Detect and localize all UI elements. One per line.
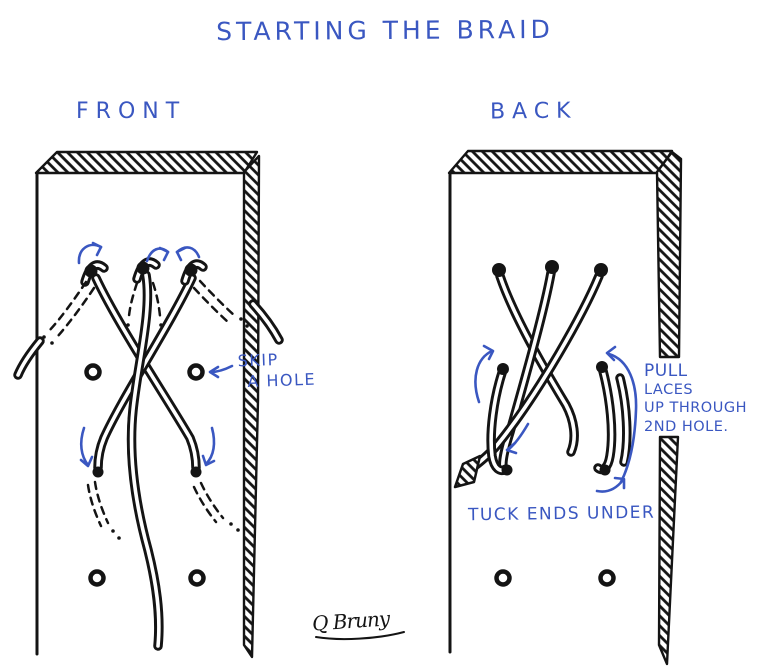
back-board-right-edge-lower [657,435,680,666]
back-board-top-edge [447,149,674,175]
front-lace-right-to-left-core [96,276,194,470]
fold-over-arrow-head [158,246,170,262]
front-lace-tail-left-core [16,339,42,377]
front-hidden-strand [127,281,139,318]
back-loop-right-tip [596,361,608,373]
front-lace-tip-middle [136,261,150,275]
curl-up-arrow-icon [474,349,494,404]
back-lace-tip-left [492,263,506,277]
back-board-right-edge-upper [655,150,683,359]
back-lace-left-cross-core [498,274,576,454]
front-panel-label: FRONT [76,99,187,124]
front-hidden-strand [198,279,237,318]
front-hidden-strand [199,481,225,520]
skip-a-hole-line2: A HOLE [247,369,317,392]
front-hole-mid-right [187,363,205,381]
front-hidden-strand [86,483,103,528]
front-aglet-left [92,466,104,478]
back-loop-left-tip [497,363,509,375]
back-hole-bottom-right [598,569,616,587]
curl-up-arrow-head [482,344,495,361]
back-lace-tip-right [594,263,608,277]
front-board-top-edge [34,150,259,175]
front-hidden-strand [93,480,110,525]
back-tucked-end [453,454,482,489]
front-lace-tail-right-core [251,302,281,342]
back-board-left-edge [448,172,452,654]
fold-over-arrow-head [91,241,103,257]
back-loop-right-bottom [599,464,611,476]
front-hidden-strand [192,485,218,524]
tuck-under-arrow-icon [595,478,625,493]
front-hidden-strand [56,286,96,338]
pull-laces-line4: 2ND HOLE. [644,418,729,435]
signature-underline [315,631,405,641]
back-loop-left-core [489,371,508,473]
front-board [34,150,261,659]
back-laces [453,260,632,489]
back-arrows [474,344,638,493]
front-hole-bottom-right [188,569,206,587]
pull-up-bracket-arrow-head [605,345,617,362]
back-hole-bottom-left [494,569,512,587]
front-hidden-strand [192,286,230,324]
front-hidden-strand [47,280,88,333]
back-lace-right-cross-core [470,274,601,470]
tuck-under-arrow-head [613,476,626,490]
pull-down-arrow-icon [79,426,90,467]
pull-down-arrow-head [201,454,216,467]
fold-over-arrow-head [175,246,187,262]
back-board [447,149,683,666]
left-arrow-head [208,365,220,379]
front-board-left-edge [35,172,39,656]
front-aglet-right [190,466,202,478]
front-hidden-strand [151,281,162,318]
skip-a-hole-line1: SKIP [237,349,279,371]
back-loop-right-outer-core [618,376,629,464]
pull-up-bracket-arrow-icon [607,352,638,484]
front-lace-tip-right [184,263,198,277]
front-arrows [77,241,234,468]
tuck-ends-annotation: TUCK ENDS UNDER [467,502,656,526]
pull-laces-line2: LACES [644,381,694,398]
front-lace-tip-left [84,264,98,278]
front-board-right-edge [242,154,261,659]
pull-laces-line1: PULL [644,361,688,381]
front-lace-left-to-right-core [94,276,198,470]
front-laces [13,257,284,651]
back-loop-left-bottom [501,464,513,476]
tuck-down-arrow-head [505,441,518,455]
skip-a-hole-annotation: SKIP A HOLE [237,348,316,393]
pull-down-arrow-head [79,455,94,468]
front-lace-middle-hanging-core [129,273,161,648]
front-hole-bottom-left [88,569,106,587]
pull-laces-annotation: PULL LACES UP THROUGH 2ND HOLE. [644,362,747,436]
back-panel-label: BACK [489,98,578,125]
pull-down-arrow-icon [204,426,216,466]
back-lace-tip-middle [545,260,559,274]
front-hole-mid-left [84,363,102,381]
fold-over-arrow-icon [175,246,201,259]
page-title: STARTING THE BRAID [216,14,554,47]
pull-laces-line3: UP THROUGH [644,400,747,416]
